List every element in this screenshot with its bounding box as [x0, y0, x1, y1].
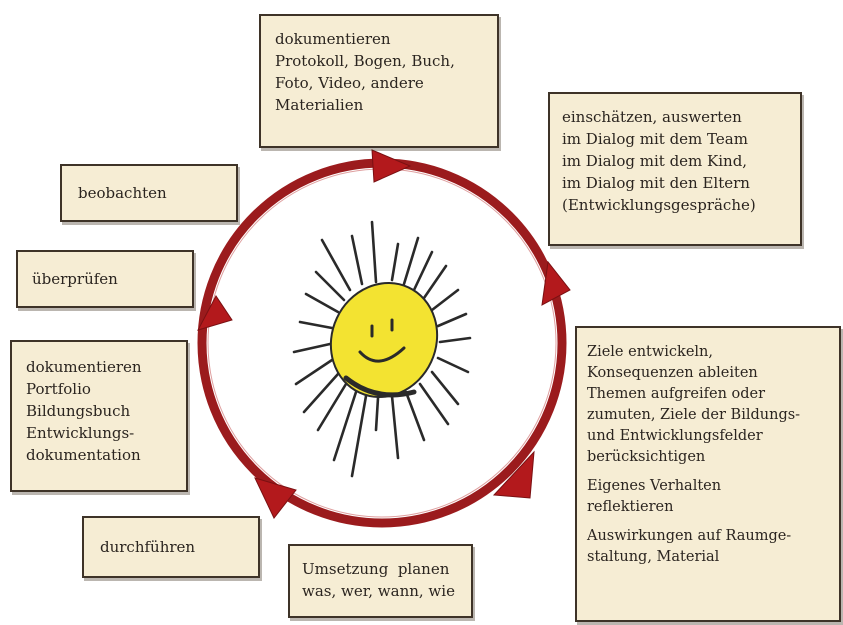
box-line: Ziele entwickeln,: [587, 342, 829, 363]
group-spacer: [587, 468, 829, 476]
box-durchfuehren: durchführen: [82, 516, 260, 578]
box-line: im Dialog mit dem Team: [562, 128, 788, 150]
box-line: im Dialog mit dem Kind,: [562, 150, 788, 172]
box-line: Umsetzung planen: [302, 558, 459, 580]
box-einschaetzen: einschätzen, auswerten im Dialog mit dem…: [548, 92, 802, 246]
arrow-top-icon: [372, 150, 410, 182]
box-line: im Dialog mit den Eltern: [562, 172, 788, 194]
box-line: Auswirkungen auf Raumge-: [587, 526, 829, 547]
box-line: durchführen: [100, 536, 242, 558]
box-line: reflektieren: [587, 497, 829, 518]
box-line: dokumentieren: [26, 356, 172, 378]
box-line: Materialien: [275, 94, 483, 116]
box-line: staltung, Material: [587, 547, 829, 568]
box-line: berücksichtigen: [587, 447, 829, 468]
box-line: dokumentieren: [275, 28, 483, 50]
box-line: beobachten: [78, 182, 220, 204]
box-umsetzung-planen: Umsetzung planen was, wer, wann, wie: [288, 544, 473, 618]
box-dokumentieren-portfolio: dokumentieren Portfolio Bildungsbuch Ent…: [10, 340, 188, 492]
box-line: einschätzen, auswerten: [562, 106, 788, 128]
box-ziele-entwickeln: Ziele entwickeln, Konsequenzen ableiten …: [575, 326, 841, 622]
box-line: Bildungsbuch: [26, 400, 172, 422]
box-line: Themen aufgreifen oder: [587, 384, 829, 405]
box-line: Foto, Video, andere: [275, 72, 483, 94]
box-line: Konsequenzen ableiten: [587, 363, 829, 384]
box-beobachten: beobachten: [60, 164, 238, 222]
box-line: Eigenes Verhalten: [587, 476, 829, 497]
box-dokumentieren-top: dokumentieren Protokoll, Bogen, Buch, Fo…: [259, 14, 499, 148]
box-line: überprüfen: [32, 268, 178, 290]
box-ueberpruefen: überprüfen: [16, 250, 194, 308]
box-line: Entwicklungs-: [26, 422, 172, 444]
box-line: was, wer, wann, wie: [302, 580, 459, 602]
box-line: dokumentation: [26, 444, 172, 466]
box-line: Portfolio: [26, 378, 172, 400]
box-line: und Entwicklungsfelder: [587, 426, 829, 447]
arrow-bottom-left-icon: [255, 478, 296, 518]
box-line: Protokoll, Bogen, Buch,: [275, 50, 483, 72]
group-spacer: [587, 518, 829, 526]
box-line: (Entwicklungsgespräche): [562, 194, 788, 216]
box-line: zumuten, Ziele der Bildungs-: [587, 405, 829, 426]
